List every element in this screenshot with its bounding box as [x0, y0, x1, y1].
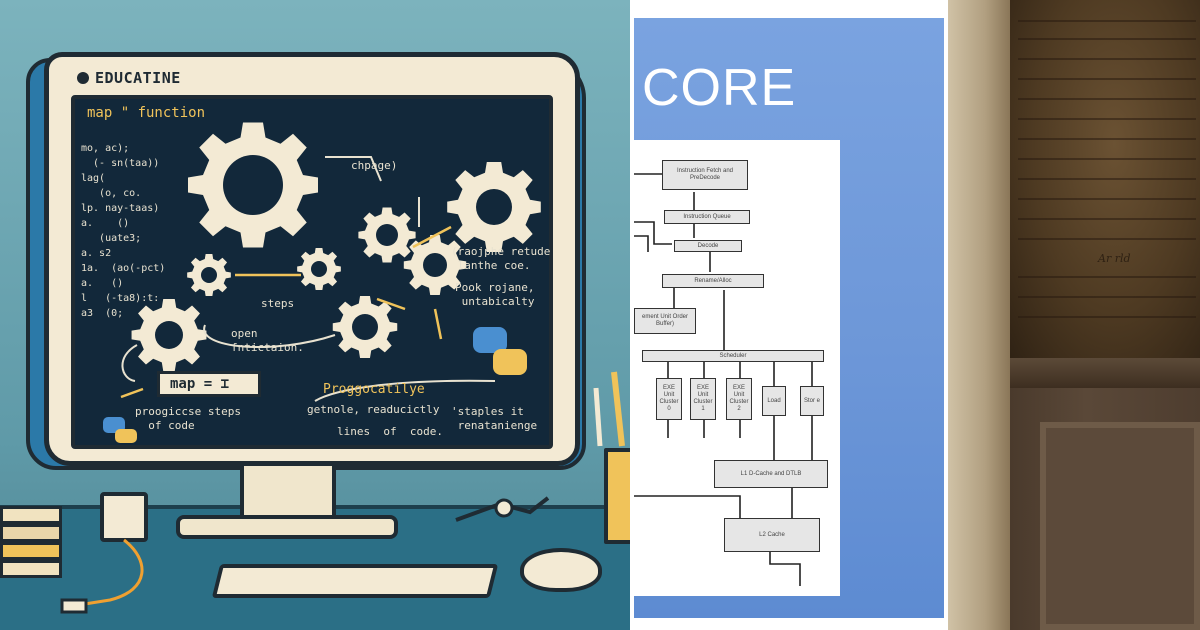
block-retire: ement Unit Order Buffer) — [634, 308, 696, 334]
gear-icon — [358, 207, 416, 263]
camera-icon — [77, 72, 89, 84]
block-l1-cache: L1 D-Cache and DTLB — [714, 460, 828, 488]
code-line: lp. nay-taas) — [81, 203, 160, 214]
handwriting-line — [1018, 218, 1196, 220]
label-lines-of-code: lines of code. — [337, 425, 443, 438]
gear-icon — [188, 122, 318, 248]
power-plug — [100, 492, 148, 542]
gear-icon — [332, 296, 398, 358]
gear-icon — [187, 254, 231, 296]
frame-edge — [948, 0, 1010, 630]
handwriting-line — [1018, 38, 1196, 40]
code-line: 1a. (ao(-pct) — [81, 263, 166, 274]
gears-diagram — [103, 122, 541, 443]
slide: CORE Instruction Fetch and PreDecode Ins… — [634, 18, 944, 618]
slide-title: CORE — [642, 59, 797, 117]
label-prog-steps: proogiccse steps of code — [135, 405, 241, 432]
mouse — [520, 548, 602, 592]
brand-text: EDUCATINE — [95, 69, 181, 87]
code-line: l (-ta8):t: — [81, 293, 160, 304]
block-queue: Instruction Queue — [664, 210, 750, 224]
handwriting-line — [1018, 158, 1196, 160]
book — [0, 560, 62, 578]
gear-icon — [403, 235, 467, 295]
block-l2-cache: L2 Cache — [724, 518, 820, 552]
gear-icon — [297, 248, 341, 290]
label-getnole: getnole, readucictly — [307, 403, 440, 416]
gear-icon — [131, 299, 207, 371]
handwriting-line — [1018, 138, 1196, 140]
code-line: (uate3; — [81, 233, 142, 244]
monitor-stand-base — [176, 515, 398, 539]
code-line: a. s2 — [81, 248, 112, 259]
book-stack — [0, 498, 64, 586]
block-decode: Decode — [674, 240, 742, 252]
block-rename: Rename/Alloc — [662, 274, 764, 288]
handwriting-line — [1018, 296, 1196, 298]
flow-arrows — [120, 225, 452, 399]
python-logo-icon — [103, 417, 137, 443]
monitor: EDUCATINE map " function mo, ac); (- sn(… — [44, 52, 580, 466]
label-chpage: chpage) — [351, 159, 398, 172]
diagram-connectors — [634, 173, 824, 586]
signature-text: Ar rld — [1098, 252, 1131, 265]
block-load: Load — [762, 386, 786, 416]
code-line: (o, co. — [81, 188, 142, 199]
block-exe1: EXE Unit Cluster 1 — [690, 378, 716, 420]
block-store: Stor e — [800, 386, 824, 416]
code-line: a. () — [81, 218, 130, 229]
handwriting-line — [1018, 178, 1196, 180]
handwriting-line — [1018, 58, 1196, 60]
handwriting-line — [1018, 118, 1196, 120]
block-exe0: EXE Unit Cluster 0 — [656, 378, 682, 420]
handwriting-line — [1018, 20, 1196, 22]
frame-ledge — [1010, 358, 1200, 388]
handwriting-line — [1018, 98, 1196, 100]
map-expression-box: map = ⌶ — [157, 371, 261, 397]
handwriting-line — [1018, 276, 1196, 278]
desk-props — [60, 371, 625, 614]
book — [0, 524, 62, 542]
code-line: mo, ac); — [81, 143, 130, 154]
book — [0, 506, 62, 524]
label-staples: 'staples it renatanienge — [451, 405, 538, 432]
handwriting-line — [1018, 238, 1196, 240]
framed-document — [1010, 0, 1200, 360]
label-steps: steps — [261, 297, 295, 310]
block-fetch: Instruction Fetch and PreDecode — [662, 160, 748, 190]
code-line: a. () — [81, 278, 124, 289]
illustration-panel: EDUCATINE map " function mo, ac); (- sn(… — [0, 0, 630, 630]
handwriting-line — [1018, 316, 1196, 318]
wood-panel — [1040, 422, 1200, 630]
python-logo-icon — [473, 327, 527, 375]
code-line: lag( — [81, 173, 106, 184]
slide-panel: CORE Instruction Fetch and PreDecode Ins… — [630, 0, 948, 630]
screen-title: map " function — [87, 105, 206, 121]
gear-icon — [447, 162, 541, 252]
block-scheduler: Scheduler — [642, 350, 824, 362]
photo-panel — [948, 0, 1200, 630]
label-progg: Proggocatilye — [323, 382, 425, 397]
label-pook: Pook rojane, untabicalty — [455, 281, 535, 308]
block-exe2: EXE Unit Cluster 2 — [726, 378, 752, 420]
handwriting-line — [1018, 198, 1196, 200]
code-line: a3 (0; — [81, 308, 124, 319]
code-line: (- sn(taa)) — [81, 158, 160, 169]
label-retude: (raojphe retude lanthe coe. — [451, 245, 551, 272]
code-snippet: mo, ac); (- sn(taa)) lag( (o, co. lp. na… — [81, 141, 201, 321]
screen: map " function mo, ac); (- sn(taa)) lag(… — [71, 95, 553, 449]
book — [0, 542, 62, 560]
monitor-stand-neck — [240, 465, 336, 523]
brand-label: EDUCATINE — [77, 69, 181, 87]
core-diagram: Instruction Fetch and PreDecode Instruct… — [634, 140, 840, 596]
label-open-function: open fntictaion. — [231, 327, 304, 354]
handwriting-line — [1018, 78, 1196, 80]
pencil-cup — [604, 448, 630, 544]
